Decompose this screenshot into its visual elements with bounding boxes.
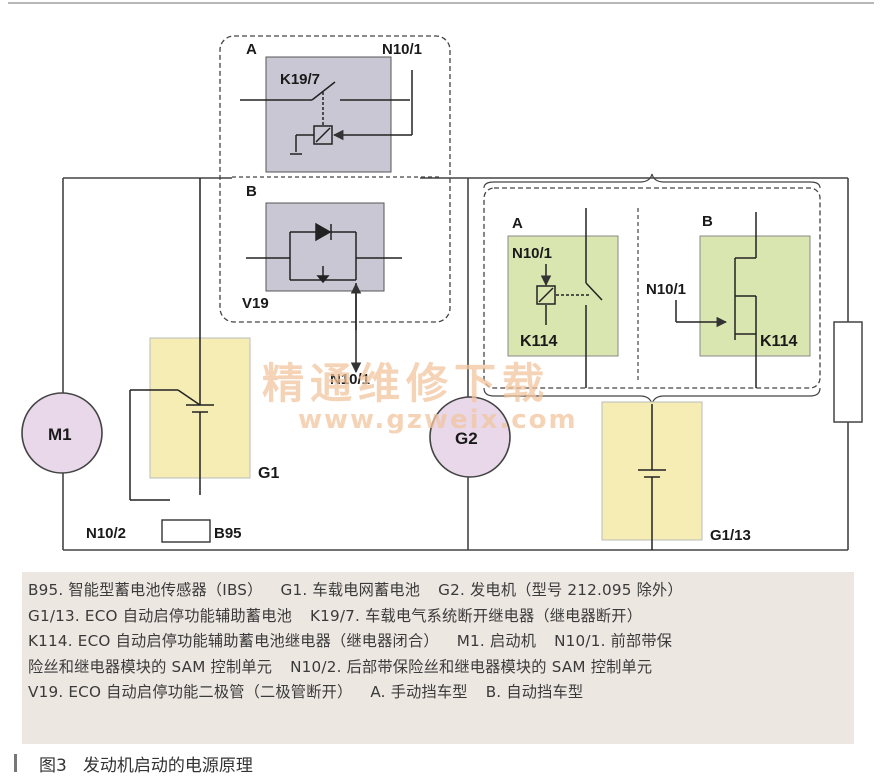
- legend-item: N10/2. 后部带保险丝和继电器模块的 SAM 控制单元: [290, 657, 653, 676]
- circuit-diagram: A K19/7 N10/1 B V19 N10/1 M1 G1 N10/2 B9…: [21, 35, 863, 551]
- b95-sensor-box: [161, 519, 211, 543]
- label-g1-13: G1/13: [710, 527, 751, 544]
- k114-transistor-circuit-b: [675, 212, 757, 388]
- label-g2: G2: [455, 429, 478, 448]
- legend-line: V19. ECO 自动启停功能二极管（二极管断开） A. 手动挡车型 B. 自动挡车…: [28, 680, 846, 706]
- label-m1: M1: [48, 425, 72, 444]
- watermark-url: www.gzweix.com: [298, 405, 578, 435]
- legend-item: N10/1. 前部带保: [554, 632, 673, 651]
- label-b95: B95: [214, 525, 242, 542]
- legend-item: G2. 发电机（型号 212.095 除外）: [438, 581, 683, 599]
- k114-relay-box-a: [507, 235, 619, 357]
- legend-line: B95. 智能型蓄电池传感器（IBS） G1. 车载电网蓄电池 G2. 发电机（型号…: [28, 578, 846, 604]
- legend-item: 险丝和继电器模块的 SAM 控制单元: [28, 657, 273, 676]
- k114-relay-circuit-a: [536, 208, 603, 388]
- g1-13-battery-circuit: [638, 404, 666, 550]
- label-v19: V19: [242, 295, 269, 312]
- right-load-resistor: [833, 321, 863, 423]
- legend-panel: B95. 智能型蓄电池传感器（IBS） G1. 车载电网蓄电池 G2. 发电机（型号…: [22, 572, 854, 744]
- m1-starter-circle: [21, 392, 103, 474]
- label-b-right: B: [702, 213, 713, 230]
- k19-7-switch: [240, 70, 413, 155]
- legend-item: B95. 智能型蓄电池传感器（IBS）: [28, 581, 263, 599]
- k19-7-relay-box: [265, 56, 392, 173]
- label-k114-a: K114: [520, 333, 557, 350]
- top-brace-group: [219, 35, 451, 323]
- right-group-outer: [483, 187, 821, 389]
- label-k114-b: K114: [760, 333, 797, 350]
- legend-item: A. 手动挡车型: [370, 683, 468, 702]
- legend-item: K114. ECO 自动启停功能辅助蓄电池继电器（继电器闭合）: [28, 632, 439, 651]
- legend-item: M1. 启动机: [456, 632, 537, 651]
- watermark-cn: 精通维修下载: [262, 359, 550, 408]
- label-a-right: A: [512, 215, 523, 232]
- label-g1: G1: [258, 465, 279, 482]
- legend-line: G1/13. ECO 自动启停功能辅助蓄电池 K19/7. 车载电气系统断开继电器…: [28, 604, 846, 630]
- legend-item: G1/13. ECO 自动启停功能辅助蓄电池: [28, 606, 292, 625]
- label-n10-1-right-a: N10/1: [512, 245, 552, 262]
- g1-battery-circuit: [129, 178, 214, 501]
- left-circuit-frame: [62, 177, 469, 551]
- caption-bar: [14, 754, 17, 772]
- caption-title: 发动机启动的电源原理: [82, 755, 253, 776]
- right-circuit-frame: [468, 177, 849, 551]
- top-rule: [8, 2, 874, 4]
- legend-line: 险丝和继电器模块的 SAM 控制单元 N10/2. 后部带保险丝和继电器模块的 S…: [28, 655, 846, 681]
- label-n10-2: N10/2: [86, 525, 126, 542]
- label-a-top: A: [246, 41, 257, 58]
- legend-item: V19. ECO 自动启停功能二极管（二极管断开）: [28, 683, 353, 702]
- g2-generator-circle: [429, 396, 511, 478]
- label-b-top: B: [246, 183, 257, 200]
- label-n10-1-right-b: N10/1: [646, 281, 686, 298]
- label-n10-1-top: N10/1: [382, 41, 422, 58]
- legend-line: K114. ECO 自动启停功能辅助蓄电池继电器（继电器闭合） M1. 启动机 N1…: [28, 629, 846, 655]
- label-n10-1-mid: N10/1: [330, 371, 370, 388]
- figure-caption: 图3 发动机启动的电源原理: [14, 750, 253, 776]
- legend-item: G1. 车载电网蓄电池: [280, 581, 421, 599]
- caption-number: 图3: [39, 755, 67, 776]
- top-brace-right: [483, 173, 821, 189]
- legend-item: B. 自动挡车型: [485, 683, 584, 702]
- label-k19-7: K19/7: [280, 71, 320, 88]
- legend-item: K19/7. 车载电气系统断开继电器（继电器断开）: [309, 606, 643, 625]
